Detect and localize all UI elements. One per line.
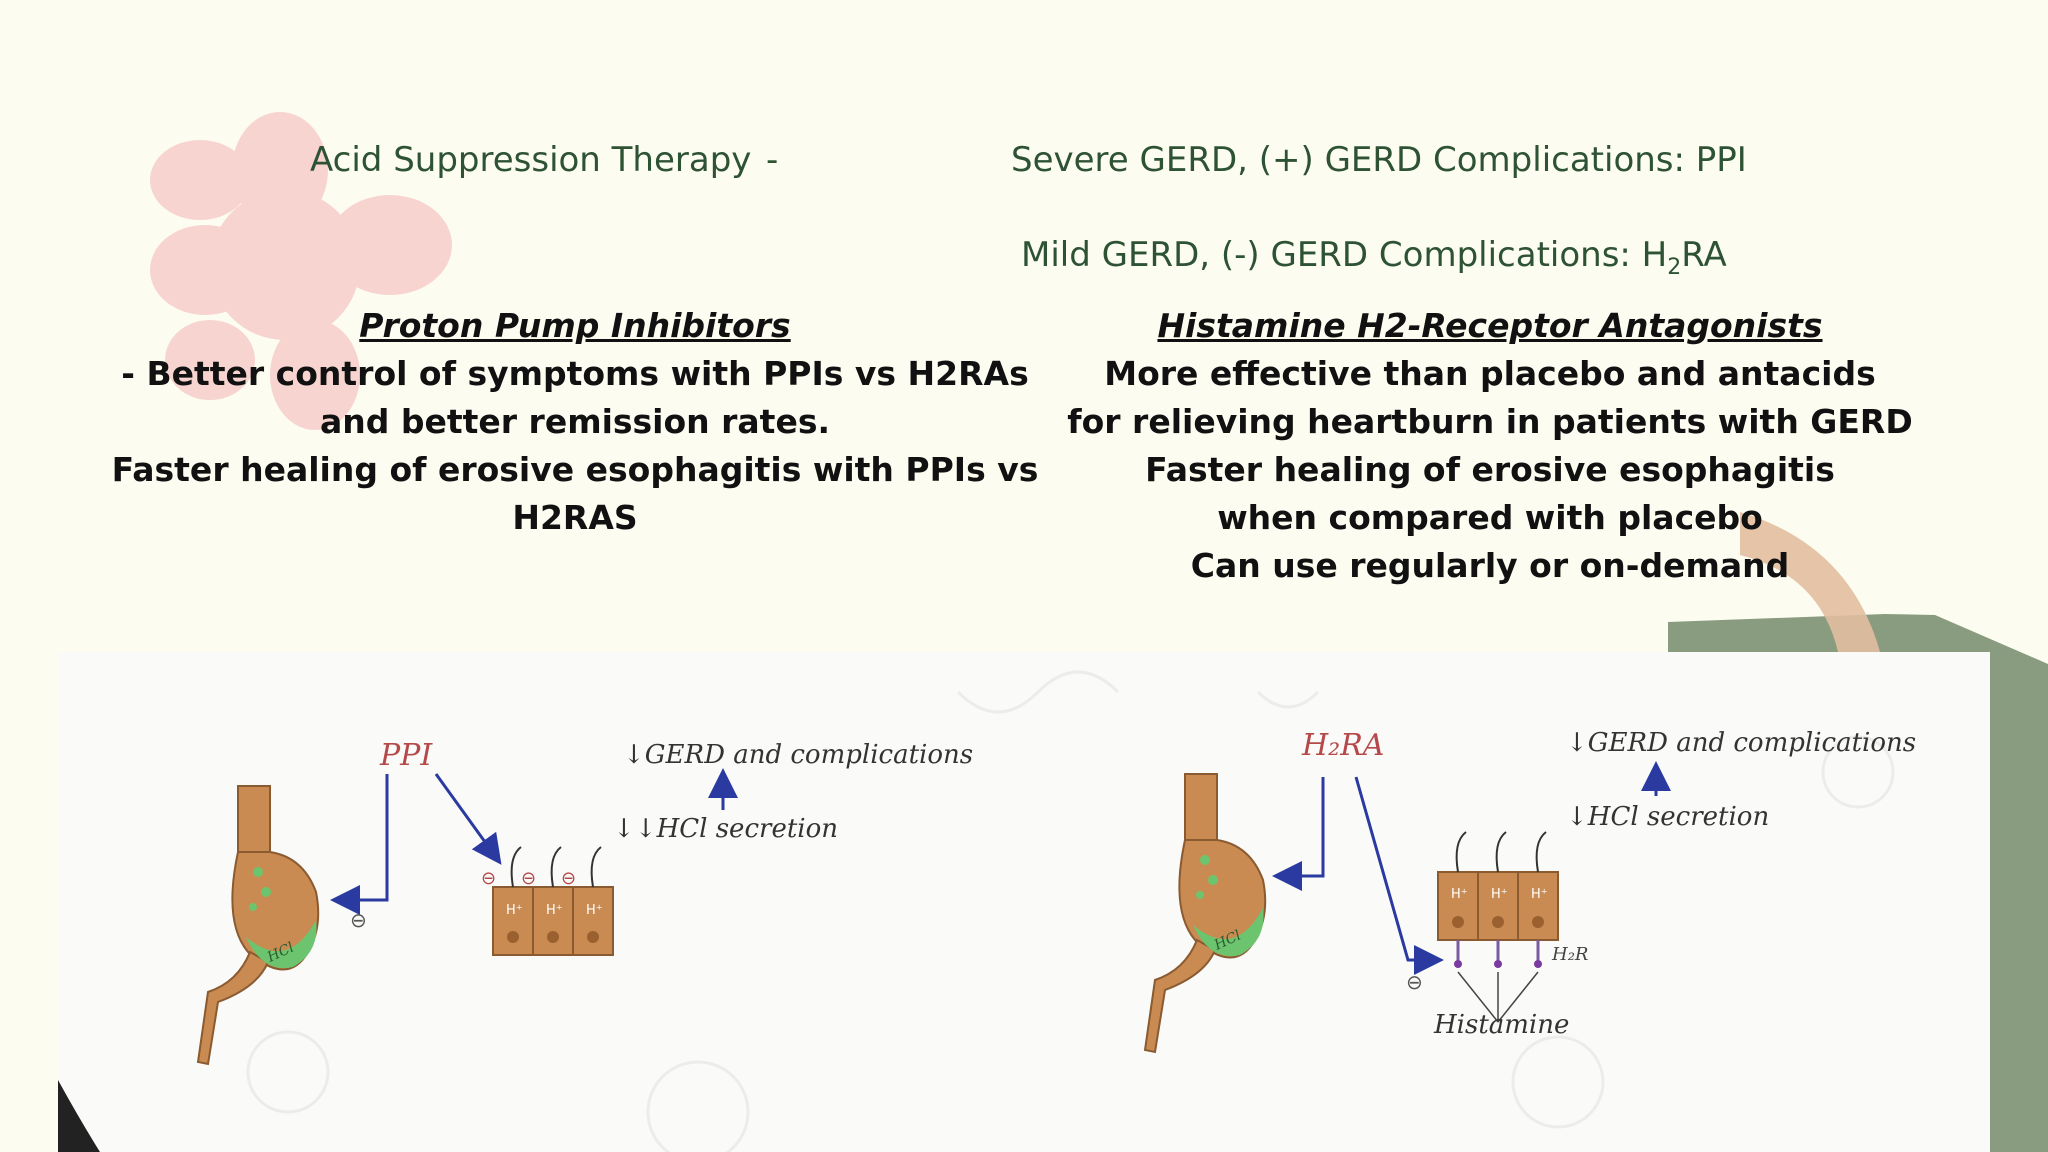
h2r-receptor-label: H₂R bbox=[1552, 944, 1589, 965]
ppi-stomach-illustration bbox=[196, 785, 320, 1066]
h2ra-parietal-cells bbox=[1437, 831, 1559, 1023]
mechanism-diagram-svg: HCl ⊖ H⁺ H⁺ H⁺ ⊖ ⊖ ⊖ HCl bbox=[196, 670, 1895, 1152]
ppi-line: and better remission rates. bbox=[319, 402, 831, 441]
h2ra-receptor-inhibit: ⊖ bbox=[1406, 970, 1423, 994]
ppi-parietal-cells bbox=[492, 846, 614, 956]
ppi-line: - Better control of symptoms with PPIs v… bbox=[121, 354, 1029, 393]
h2ra-line: when compared with placebo bbox=[1217, 498, 1763, 537]
ppi-column: Proton Pump Inhibitors - Better control … bbox=[100, 302, 1050, 542]
ppi-drug-label: PPI bbox=[380, 738, 433, 773]
ppi-stomach-arrow bbox=[330, 774, 389, 915]
h2ra-cell-h-label: H⁺ bbox=[1491, 887, 1508, 902]
mild-gerd-prefix: Mild GERD, (-) GERD Complications: H bbox=[1021, 235, 1668, 275]
h2ra-line: More effective than placebo and antacids bbox=[1104, 354, 1876, 393]
ppi-cell-inhibit: ⊖ bbox=[521, 868, 536, 889]
ppi-cell-h-label: H⁺ bbox=[586, 903, 603, 918]
ppi-cell-h-label: H⁺ bbox=[506, 903, 523, 918]
mild-gerd-line: Mild GERD, (-) GERD Complications: H2RA bbox=[1021, 235, 1727, 280]
severe-gerd-line: Severe GERD, (+) GERD Complications: PPI bbox=[1011, 140, 1747, 180]
h2ra-receptor-arrow bbox=[1354, 776, 1444, 975]
mild-gerd-subscript: 2 bbox=[1667, 254, 1682, 280]
h2ra-line: Faster healing of erosive esophagitis bbox=[1145, 450, 1835, 489]
ppi-cell-h-label: H⁺ bbox=[546, 903, 563, 918]
h2ra-stomach-illustration bbox=[1143, 773, 1267, 1054]
h2ra-column: Histamine H2-Receptor Antagonists More e… bbox=[1040, 302, 1940, 590]
h2ra-heading: Histamine H2-Receptor Antagonists bbox=[1157, 306, 1823, 345]
histamine-label: Histamine bbox=[1434, 1010, 1570, 1040]
tan-arc-decoration bbox=[1740, 512, 1880, 652]
h2ra-cell-h-label: H⁺ bbox=[1451, 887, 1468, 902]
h2ra-line: Can use regularly or on-demand bbox=[1190, 546, 1790, 585]
ppi-line: Faster healing of erosive esophagitis wi… bbox=[111, 450, 1039, 489]
h2ra-line: for relieving heartburn in patients with… bbox=[1067, 402, 1913, 441]
ppi-secretion-label: ↓↓HCl secretion bbox=[613, 814, 838, 844]
ppi-heading: Proton Pump Inhibitors bbox=[359, 306, 791, 345]
h2ra-stomach-arrow bbox=[1272, 777, 1325, 891]
h2ra-secretion-label: ↓HCl secretion bbox=[1566, 802, 1770, 832]
ppi-outcome-label: ↓GERD and complications bbox=[623, 740, 974, 770]
h2ra-cell-h-label: H⁺ bbox=[1531, 887, 1548, 902]
faint-background-pattern bbox=[246, 670, 1895, 1152]
mild-gerd-suffix: RA bbox=[1681, 235, 1727, 275]
ppi-cell-arrow bbox=[434, 773, 502, 865]
mechanism-diagram-panel: HCl ⊖ H⁺ H⁺ H⁺ ⊖ ⊖ ⊖ HCl bbox=[58, 652, 1990, 1152]
dark-corner-decoration bbox=[58, 1080, 100, 1152]
h2ra-drug-label: H₂RA bbox=[1302, 728, 1385, 763]
h2ra-outcome-label: ↓GERD and complications bbox=[1566, 728, 1917, 758]
ppi-cell-inhibit: ⊖ bbox=[561, 868, 576, 889]
title-dash: - bbox=[766, 140, 779, 180]
slide-title: Acid Suppression Therapy bbox=[310, 140, 752, 180]
ppi-stomach-inhibit: ⊖ bbox=[350, 908, 367, 932]
ppi-line: H2RAS bbox=[512, 498, 638, 537]
ppi-cell-inhibit: ⊖ bbox=[481, 868, 496, 889]
green-mountain-decoration bbox=[1668, 614, 2048, 1152]
pink-flower-decoration bbox=[150, 112, 452, 430]
